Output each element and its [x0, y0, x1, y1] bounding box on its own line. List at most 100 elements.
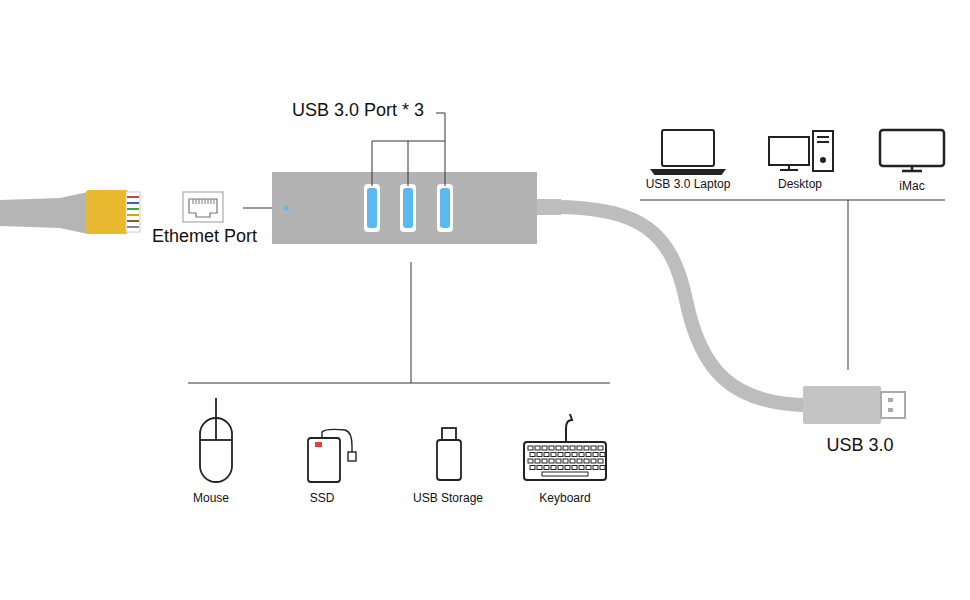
- desktop-icon: [769, 137, 809, 165]
- desktop-icon: [817, 141, 829, 143]
- keyboard-keys: [528, 446, 605, 476]
- connection-line: [640, 200, 945, 201]
- keyboard-key: [551, 453, 556, 457]
- bracket: [408, 141, 409, 186]
- keyboard-key: [600, 453, 605, 457]
- ssd-icon: [348, 452, 356, 461]
- laptop-icon: [652, 170, 724, 174]
- keyboard-key: [584, 446, 589, 450]
- keyboard-key: [530, 453, 535, 457]
- device-label: Desktop: [778, 178, 822, 190]
- ethernet-cable: [86, 190, 128, 234]
- keyboard-key: [556, 459, 561, 463]
- connection-line: [411, 262, 412, 383]
- laptop-icon: [652, 130, 724, 174]
- usb-port: [400, 184, 416, 232]
- ethernet-cable: [127, 220, 139, 222]
- keyboard-key: [593, 466, 598, 470]
- callout-label: USB 3.0 Port * 3: [292, 101, 424, 119]
- keyboard-key: [570, 459, 575, 463]
- bracket: [372, 113, 445, 186]
- usb-plug: [803, 386, 905, 424]
- device-label: USB Storage: [413, 492, 483, 504]
- ethernet-cable: [127, 226, 139, 228]
- ethernet-port-icon: [196, 199, 197, 204]
- usb-port: [364, 184, 380, 232]
- imac-icon: [880, 130, 944, 166]
- keyboard-key: [558, 453, 563, 457]
- ethernet-port-icon: [202, 199, 203, 204]
- usb-storage-icon: [442, 428, 456, 440]
- connector-label: USB 3.0: [826, 436, 893, 454]
- ethernet-port-icon: [214, 199, 215, 204]
- usb-plug: [888, 398, 893, 402]
- keyboard-key: [542, 459, 547, 463]
- keyboard-icon: [566, 414, 572, 442]
- keyboard-key: [542, 446, 547, 450]
- keyboard-key: [556, 446, 561, 450]
- keyboard-key: [591, 459, 596, 463]
- hub-body: [272, 172, 537, 244]
- mouse-icon: [200, 418, 232, 482]
- keyboard-key: [530, 466, 535, 470]
- ethernet-port-icon: [208, 199, 209, 204]
- desktop-icon: [817, 136, 829, 138]
- keyboard-key: [572, 453, 577, 457]
- ethernet-port-icon: [193, 199, 194, 204]
- keyboard-key: [586, 453, 591, 457]
- ssd-icon: [322, 429, 352, 452]
- ssd-icon: [315, 442, 322, 447]
- desktop-icon: [780, 169, 798, 171]
- keyboard-key: [537, 453, 542, 457]
- ethernet-cable: [0, 190, 140, 234]
- device-label: Keyboard: [539, 492, 590, 504]
- ethernet-port-icon: [211, 199, 212, 204]
- mouse-icon: [200, 398, 232, 482]
- keyboard-key: [600, 466, 605, 470]
- ethernet-port-icon: [183, 192, 223, 222]
- keyboard-key: [537, 466, 542, 470]
- bracket: [372, 141, 445, 186]
- usb-storage-icon: [437, 428, 461, 480]
- keyboard-key: [591, 446, 596, 450]
- mouse-icon: [215, 398, 217, 418]
- desktop-icon: [769, 131, 833, 171]
- keyboard-icon: [524, 442, 606, 480]
- usb-port: [364, 184, 453, 232]
- device-label: Mouse: [193, 492, 229, 504]
- connection-line: [188, 200, 945, 383]
- ethernet-port-icon: [199, 199, 200, 204]
- port-label: Ethemet Port: [152, 227, 257, 245]
- keyboard-key: [584, 459, 589, 463]
- keyboard-key: [563, 446, 568, 450]
- keyboard-key: [577, 459, 582, 463]
- usb-port: [437, 184, 453, 232]
- ethernet-port-icon: [183, 192, 223, 222]
- keyboard-key: [572, 466, 577, 470]
- keyboard-key: [558, 466, 563, 470]
- usb-plug: [881, 392, 905, 418]
- desktop-icon: [821, 158, 825, 162]
- usb-cable: [537, 199, 561, 215]
- ethernet-cable: [126, 192, 140, 232]
- usb-storage-icon: [437, 440, 461, 480]
- keyboard-key: [542, 472, 588, 476]
- connection-line: [188, 383, 610, 384]
- ethernet-cable: [0, 192, 88, 234]
- usb-plug: [803, 386, 881, 424]
- keyboard-key: [535, 459, 540, 463]
- hub-body: [284, 206, 289, 211]
- keyboard-key: [563, 459, 568, 463]
- keyboard-icon: [524, 414, 606, 480]
- usb-port: [440, 188, 450, 228]
- keyboard-key: [565, 453, 570, 457]
- ethernet-cable: [127, 208, 139, 210]
- ethernet-port-icon: [205, 199, 206, 204]
- imac-icon: [880, 130, 944, 171]
- keyboard-key: [579, 453, 584, 457]
- keyboard-key: [598, 446, 603, 450]
- bracket: [436, 113, 445, 186]
- keyboard-key: [549, 446, 554, 450]
